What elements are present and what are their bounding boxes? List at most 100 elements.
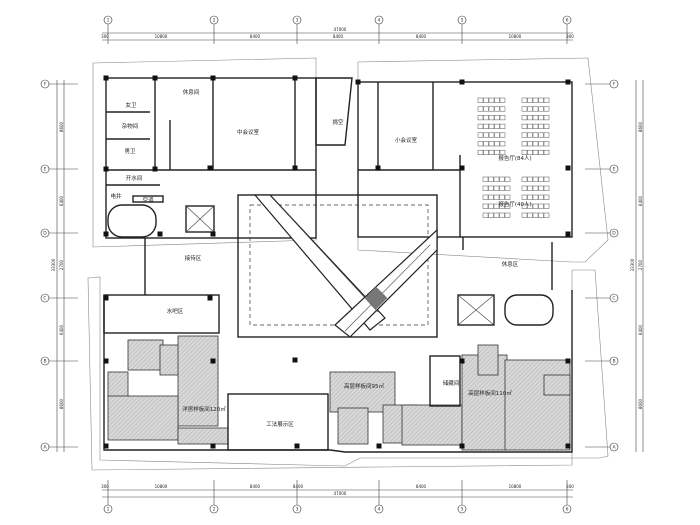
- grid-bubble: [209, 15, 219, 25]
- dim: 8400: [333, 34, 344, 39]
- seat: [499, 115, 506, 121]
- seat: [477, 132, 484, 138]
- dim: 6400: [638, 195, 643, 206]
- seat: [494, 141, 500, 147]
- column: [459, 79, 465, 85]
- bottom-dimensions: 47000 300 10800 8400 8400 8400 10800 300: [101, 484, 574, 498]
- seat: [488, 194, 494, 200]
- column: [207, 165, 213, 171]
- seat: [521, 203, 528, 209]
- seat: [527, 97, 533, 103]
- void-area: [315, 77, 353, 146]
- seat: [521, 141, 528, 147]
- label-storage-small: 杂物间: [122, 122, 139, 130]
- seat: [532, 115, 539, 121]
- seat: [521, 176, 528, 182]
- seat: [527, 141, 533, 147]
- seat: [499, 194, 505, 200]
- seat: [538, 212, 544, 218]
- seat: [483, 123, 489, 129]
- seat: [532, 212, 539, 218]
- seat: [482, 194, 489, 200]
- top-left-block: [105, 77, 317, 239]
- grid-bubble: [40, 79, 50, 89]
- seat: [499, 141, 506, 147]
- seat: [543, 106, 550, 112]
- grid-bubble: [609, 293, 619, 303]
- seat: [493, 212, 500, 218]
- seat: [488, 149, 495, 155]
- seat: [532, 123, 539, 129]
- seat: [543, 132, 550, 138]
- seat: [504, 185, 511, 191]
- grid-bubble: [609, 356, 619, 366]
- grid-bubble: [40, 228, 50, 238]
- seat: [483, 141, 489, 147]
- grid-bubble: [40, 293, 50, 303]
- seat: [538, 185, 544, 191]
- seat: [483, 115, 489, 121]
- grid-bubble: [103, 15, 113, 25]
- seat: [504, 176, 511, 182]
- column: [565, 358, 571, 364]
- auditorium-seating: [477, 97, 550, 218]
- grid-bubble-label: 2: [213, 18, 216, 24]
- label-auditorium-40: 报告厅(40人): [498, 200, 531, 208]
- site-boundary: [87, 57, 609, 471]
- dim: 300: [101, 34, 109, 39]
- side-dimensions: 33300 8600 6400 2700 6400 8600 33300 860…: [51, 80, 644, 452]
- grid-bubble: [40, 164, 50, 174]
- grid-bubble-label: B: [612, 359, 615, 365]
- grid-bubble: [609, 228, 619, 238]
- seat: [532, 194, 539, 200]
- seat: [538, 97, 544, 103]
- dim: 6400: [638, 324, 643, 335]
- dim: 10800: [509, 484, 522, 489]
- dim-total-left: 33300: [51, 258, 56, 271]
- dim: 6400: [59, 195, 64, 206]
- seat: [482, 203, 489, 209]
- grid-bubble-label: A: [612, 445, 616, 451]
- label-craft-display: 工法展示区: [266, 420, 294, 428]
- label-female-wc: 女卫: [125, 101, 137, 109]
- grid-bubble-label: D: [612, 231, 616, 237]
- seat: [499, 212, 505, 218]
- bottom-block: [103, 290, 573, 453]
- seat: [499, 106, 506, 112]
- seat: [521, 97, 528, 103]
- column: [565, 165, 571, 171]
- grid-bubble-label: 5: [461, 507, 464, 513]
- label-void: 挑空: [332, 118, 344, 126]
- column: [103, 166, 109, 172]
- top-right-block: [357, 81, 573, 238]
- seat: [543, 115, 550, 121]
- grid-bubble: [103, 504, 113, 514]
- seat: [483, 132, 489, 138]
- seat: [521, 106, 528, 112]
- dim-total-top: 47000: [334, 27, 347, 32]
- label-medium-meeting: 中会议室: [237, 128, 260, 136]
- seat: [483, 149, 489, 155]
- seat: [488, 203, 494, 209]
- seat: [543, 123, 550, 129]
- column: [210, 443, 216, 449]
- seat: [521, 194, 528, 200]
- column: [210, 75, 216, 81]
- seat: [493, 176, 500, 182]
- seat: [499, 97, 506, 103]
- grid-bubble-label: 1: [107, 507, 110, 513]
- grid-bubble-label: 4: [378, 507, 381, 513]
- seat: [543, 141, 550, 147]
- seat: [543, 212, 550, 218]
- dim: 10800: [155, 34, 168, 39]
- seat: [494, 106, 500, 112]
- column: [103, 443, 109, 449]
- seat: [532, 132, 539, 138]
- atrium: [237, 194, 438, 338]
- dim: 8600: [638, 121, 643, 132]
- grid-bubble: [609, 442, 619, 452]
- seat: [477, 97, 484, 103]
- seat: [499, 176, 505, 182]
- middle-zone: [144, 237, 554, 326]
